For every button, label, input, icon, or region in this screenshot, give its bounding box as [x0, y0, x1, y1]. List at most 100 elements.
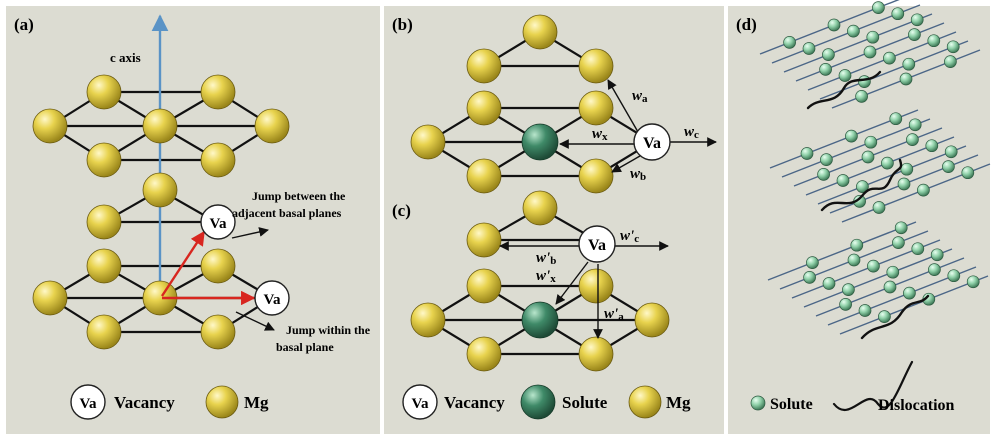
legend-vacancy-label: Vacancy: [114, 393, 175, 412]
legend-bc-solute-atom: [520, 384, 556, 420]
jump-within-label-1: Jump within the: [286, 323, 371, 337]
solute-atom-small: [908, 28, 921, 41]
svg-text:Va: Va: [210, 216, 227, 232]
solute-atom-small: [899, 72, 913, 86]
panel-b-wa-arrow: [607, 79, 639, 133]
panel-c-vacancy: Va: [578, 225, 616, 263]
solute-atom-small: [872, 201, 886, 214]
solute-atom-small: [942, 160, 955, 173]
solute-atom-small: [906, 133, 919, 146]
panel-b-wa-label: wa: [632, 88, 648, 105]
panel-a-vacancy-lower: Va: [254, 280, 290, 316]
solute-atom-small: [886, 265, 900, 279]
dislocation-line-2: [820, 158, 903, 212]
panel-c-wx-arrow: [555, 261, 589, 305]
legend-bc-mg-atom: [628, 385, 662, 419]
solute-atom-small: [822, 277, 836, 290]
jump-between-label-2: adjacent basal planes: [232, 206, 342, 220]
solute-atom-small: [894, 221, 908, 235]
solute-atom-small: [910, 13, 924, 27]
legend-bc-vacancy-label: Vacancy: [444, 393, 505, 412]
svg-text:Va: Va: [264, 292, 281, 308]
solute-atom-small: [836, 174, 850, 187]
solute-atom-small: [891, 7, 905, 21]
legend-bc-mg-label: Mg: [666, 393, 691, 412]
solute-atom-small: [866, 30, 880, 44]
svg-text:Va: Va: [80, 396, 97, 412]
panel-b-wx-label: wx: [592, 126, 608, 143]
legend-vacancy-symbol: [70, 384, 106, 420]
solute-atom-small: [928, 263, 941, 276]
panel-b-vacancy: Va: [633, 123, 671, 161]
legend-mg-label: Mg: [244, 393, 269, 412]
solute-atom-small: [903, 286, 916, 300]
legend-d-dislocation-label: Dislocation: [878, 397, 955, 414]
panel-c-solute-atom: [521, 301, 559, 339]
panel-d-label: (d): [736, 15, 757, 34]
solute-atom-small: [900, 162, 914, 176]
solute-atom-small: [820, 153, 833, 166]
panel-c-wc-label: w'c: [620, 228, 639, 245]
legend-d-solute-label: Solute: [770, 396, 813, 413]
legend-bc-vacancy-symbol: [402, 384, 438, 420]
panel-a: (a) c axis: [14, 14, 371, 420]
panel-a-vacancy-upper: Va: [200, 204, 236, 240]
slip-plane-line: [781, 118, 931, 178]
panel-c-wx-label: w'x: [536, 268, 556, 285]
slip-plane-line: [839, 275, 989, 335]
solute-atom-small: [847, 24, 860, 38]
solute-atom-small: [902, 57, 916, 71]
solute-atom-small: [861, 150, 875, 164]
panel-d-background: [728, 6, 990, 434]
solute-atom-small: [819, 63, 832, 76]
solute-atom-small: [925, 139, 939, 153]
solute-atom-small: [783, 36, 796, 49]
svg-text:Va: Va: [412, 396, 429, 412]
solute-atom-small: [847, 253, 861, 267]
solute-atom-small: [946, 40, 960, 54]
solute-atom-small: [947, 269, 961, 283]
panel-b-solute-atom: [521, 123, 559, 161]
solute-atom-small: [855, 90, 868, 103]
solute-atom-small: [927, 34, 941, 48]
slip-plane-line: [803, 248, 953, 308]
jump-between-label-1: Jump between the: [252, 189, 346, 203]
solute-atom-small: [850, 238, 864, 252]
solute-atom-small: [961, 166, 975, 180]
solute-atom-small: [827, 18, 841, 32]
c-axis-label: c axis: [110, 50, 141, 65]
legend-d-dislocation-symbol: [832, 360, 914, 412]
svg-text:Va: Va: [588, 237, 606, 254]
solute-atom-small: [800, 147, 814, 160]
panel-bc-legend: Va Vacancy Solute Mg: [402, 384, 691, 420]
panel-bc-background: [384, 6, 724, 434]
solute-atom-small: [881, 156, 894, 170]
solute-atom-small: [838, 69, 852, 82]
dislocation-line-1: [806, 70, 882, 110]
panel-a-legend: Va Vacancy Mg: [70, 384, 269, 420]
legend-d-solute-atom: [750, 395, 766, 411]
panel-d-legend: Solute Dislocation: [750, 360, 955, 414]
solute-atom-small: [917, 183, 930, 197]
panel-c-wa-label: w'a: [604, 306, 624, 323]
panel-c-label: (c): [392, 201, 411, 220]
solute-atom-small: [889, 112, 903, 126]
solute-atom-small: [822, 48, 835, 61]
solute-atom-small: [883, 280, 897, 294]
solute-atom-small: [817, 168, 830, 181]
jump-within-label-2: basal plane: [276, 340, 334, 354]
slip-plane-line: [767, 221, 917, 281]
jump-arrow-interplane: [160, 230, 206, 297]
panel-b-wb-arrow: [611, 155, 641, 173]
panel-c-mg-atoms: [410, 190, 670, 372]
panel-b-wc-label: wc: [684, 124, 699, 141]
solute-atom-small: [911, 242, 925, 256]
panel-d-dislocations: [806, 70, 930, 340]
solute-atom-small: [839, 298, 852, 311]
solute-atom-small: [863, 45, 877, 59]
solute-atom-small: [883, 51, 896, 65]
solute-atom-small: [944, 55, 957, 68]
solute-atom-small: [897, 177, 911, 191]
solute-atom-small: [944, 145, 958, 159]
